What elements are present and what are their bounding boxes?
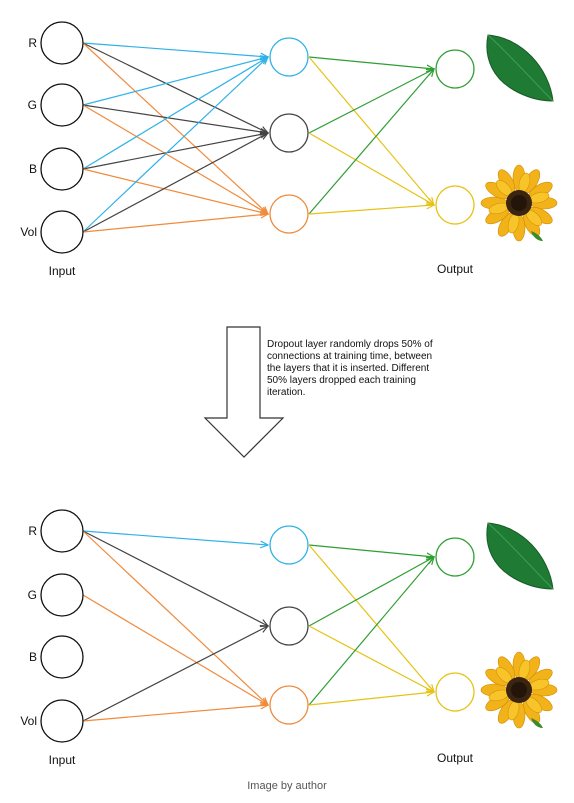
d-input-label-vol: Vol [20, 714, 37, 728]
edge-vol-h1 [82, 57, 268, 233]
hidden-node-3 [269, 194, 309, 234]
dropout-hidden-output-edges [308, 544, 434, 706]
d-output-layer-label: Output [437, 751, 474, 765]
image-caption: Image by author [247, 780, 327, 792]
d-edge-g-h3 [82, 594, 268, 705]
dropout-description: Dropout layer randomly drops 50% of conn… [267, 339, 433, 398]
output-node-2 [435, 185, 475, 225]
input-label-vol: Vol [20, 225, 37, 239]
input-layer-label: Input [49, 264, 76, 278]
edge-h2-o2 [308, 132, 434, 205]
d-edge-vol-h2 [82, 626, 268, 722]
input-node-g [40, 83, 84, 127]
d-input-node-vol [40, 699, 84, 743]
edge-h3-o2 [308, 205, 434, 215]
dropout-input-hidden-edges [82, 530, 268, 722]
edge-h3-o1 [308, 69, 434, 215]
input-label-b: B [29, 162, 37, 176]
d-hidden-node-3 [269, 685, 309, 725]
d-output-node-1 [435, 537, 475, 577]
full-network: R G B Vol Input Output [20, 21, 558, 278]
edge-b-h2 [82, 133, 268, 170]
d-edge-r-h1 [82, 530, 268, 545]
edge-b-h3 [82, 168, 268, 214]
d-edge-r-h2 [82, 530, 268, 626]
sunflower-icon [480, 164, 558, 242]
edge-g-h2 [82, 104, 268, 133]
d-edge-h3-o2 [308, 692, 434, 706]
d-output-node-2 [435, 672, 475, 712]
sunflower-icon [480, 651, 558, 729]
d-edge-h1-o2 [308, 544, 434, 692]
down-arrow-icon [203, 326, 285, 458]
d-edge-h2-o1 [308, 557, 434, 627]
edge-r-h1 [82, 42, 268, 57]
edge-g-h3 [82, 104, 268, 214]
output-layer-label: Output [437, 262, 474, 276]
edge-h1-o1 [308, 56, 434, 69]
d-input-node-r [40, 509, 84, 553]
edge-r-h3 [82, 42, 268, 214]
input-label-g: G [28, 98, 37, 112]
input-label-r: R [28, 36, 37, 50]
d-edge-h1-o1 [308, 544, 434, 557]
edge-h2-o1 [308, 69, 434, 134]
input-hidden-edges [82, 42, 268, 233]
d-input-label-r: R [28, 524, 37, 538]
hidden-node-1 [269, 37, 309, 77]
edge-r-h2 [82, 42, 268, 133]
input-node-b [40, 147, 84, 191]
input-node-vol [40, 210, 84, 254]
input-node-r [40, 21, 84, 65]
d-input-label-g: G [28, 588, 37, 602]
edge-vol-h2 [82, 133, 268, 233]
dropout-network: R G B Vol Input Output [20, 509, 558, 767]
d-hidden-node-2 [269, 606, 309, 646]
d-edge-h3-o1 [308, 557, 434, 706]
d-edge-r-h3 [82, 530, 268, 705]
d-input-layer-label: Input [49, 753, 76, 767]
edge-vol-h3 [82, 214, 268, 233]
leaf-icon [486, 522, 554, 590]
edge-h1-o2 [308, 56, 434, 205]
leaf-icon [486, 34, 554, 102]
d-input-label-b: B [29, 650, 37, 664]
d-edge-vol-h3 [82, 705, 268, 722]
d-hidden-node-1 [269, 525, 309, 565]
output-node-1 [435, 49, 475, 89]
d-input-node-g [40, 573, 84, 617]
hidden-node-2 [269, 113, 309, 153]
d-edge-h2-o2 [308, 625, 434, 692]
edge-b-h1 [82, 57, 268, 170]
hidden-output-edges [308, 56, 434, 215]
edge-g-h1 [82, 57, 268, 106]
d-input-node-b [40, 635, 84, 679]
